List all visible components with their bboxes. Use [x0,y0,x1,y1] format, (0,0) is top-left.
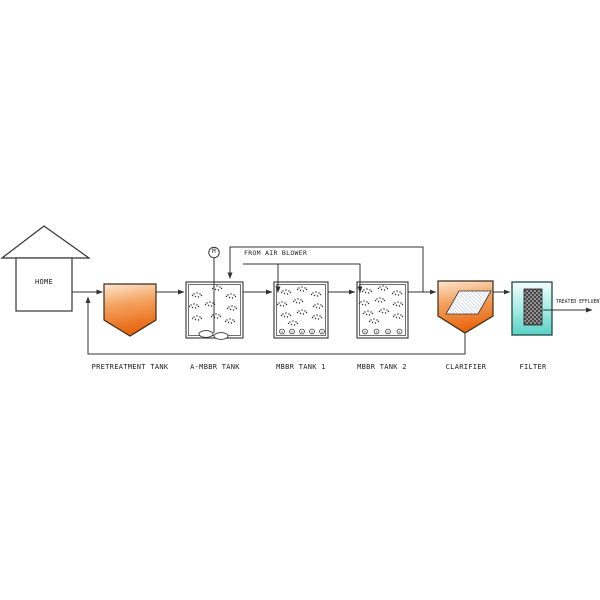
clarifier-label: CLARIFIER [445,363,487,371]
air-blower-label: FROM AIR BLOWER [244,249,308,257]
filter-media-column [523,288,543,326]
motor-circle [208,246,220,259]
mbbr-tank-2-shape [356,281,409,339]
air-supply-line [243,263,363,293]
lamella-plates [445,290,492,315]
home-label: HOME [34,278,54,286]
sludge-return-line [85,296,466,355]
filter-shape [511,281,553,336]
mbbr-tank-2-label: MBBR TANK 2 [357,363,407,371]
clarifier-shape [437,280,494,334]
pretreatment-tank-shape [103,283,157,337]
impeller [198,330,229,340]
recirculation-line [227,246,424,292]
home-house-shape [0,225,91,312]
motor-label: M [212,248,216,255]
filter-label: FILTER [519,363,547,371]
a-mbbr-tank-label: A-MBBR TANK [190,363,240,371]
flow-lines [72,246,593,355]
pretreatment-tank-label: PRETREATMENT TANK [91,363,169,371]
mbbr-tank-1-label: MBBR TANK 1 [276,363,326,371]
treated-effluent-label: TREATED EFFLUENT [556,300,600,305]
